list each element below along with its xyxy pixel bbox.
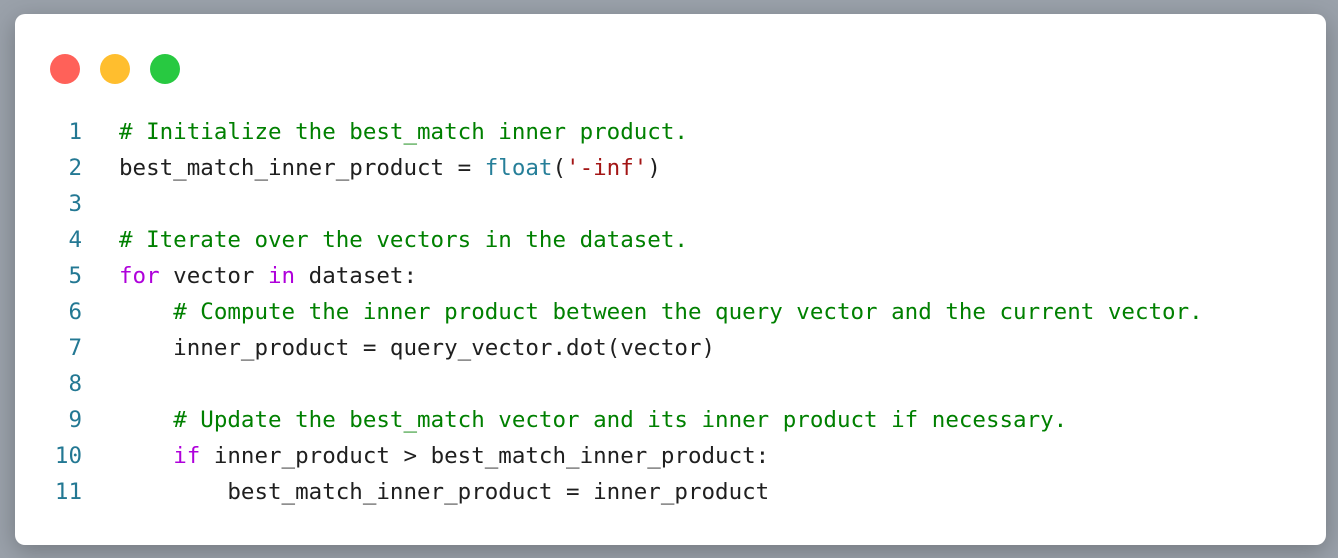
- code-line: 7 inner_product = query_vector.dot(vecto…: [15, 330, 1326, 366]
- code-line: 9 # Update the best_match vector and its…: [15, 402, 1326, 438]
- code-line: 8: [15, 366, 1326, 402]
- code-line: 3: [15, 186, 1326, 222]
- code-token-plain: [119, 407, 173, 433]
- code-text: inner_product = query_vector.dot(vector): [119, 330, 715, 366]
- code-token-comment: # Update the best_match vector and its i…: [173, 407, 1068, 433]
- code-text: if inner_product > best_match_inner_prod…: [119, 438, 769, 474]
- code-text: # Iterate over the vectors in the datase…: [119, 222, 688, 258]
- code-token-comment: # Iterate over the vectors in the datase…: [119, 227, 688, 253]
- code-line: 11 best_match_inner_product = inner_prod…: [15, 474, 1326, 510]
- line-number: 1: [68, 119, 82, 145]
- code-token-plain: best_match_inner_product =: [119, 155, 485, 181]
- code-text: # Update the best_match vector and its i…: [119, 402, 1067, 438]
- line-number: 7: [68, 335, 82, 361]
- code-text: for vector in dataset:: [119, 258, 417, 294]
- code-token-keyword: in: [268, 263, 296, 289]
- minimize-window-button[interactable]: [100, 54, 130, 84]
- code-token-keyword: if: [173, 443, 201, 469]
- line-number: 6: [68, 299, 82, 325]
- maximize-window-button[interactable]: [150, 54, 180, 84]
- line-number: 5: [68, 263, 82, 289]
- close-window-button[interactable]: [50, 54, 80, 84]
- code-token-plain: dataset:: [295, 263, 418, 289]
- code-token-plain: vector: [159, 263, 269, 289]
- code-token-plain: (: [552, 155, 567, 181]
- code-token-comment: # Compute the inner product between the …: [173, 299, 1203, 325]
- code-token-keyword: for: [119, 263, 160, 289]
- code-text: best_match_inner_product = float('-inf'): [119, 150, 661, 186]
- code-token-plain: inner_product = query_vector.dot(vector): [119, 335, 716, 361]
- code-token-plain: ): [647, 155, 661, 181]
- code-text: # Initialize the best_match inner produc…: [119, 114, 688, 150]
- code-token-plain: [119, 443, 173, 469]
- line-number: 4: [68, 227, 82, 253]
- code-block: 1 # Initialize the best_match inner produ…: [15, 114, 1326, 510]
- code-text: best_match_inner_product = inner_product: [119, 474, 769, 510]
- line-number: 9: [68, 407, 82, 433]
- line-number: 8: [68, 371, 82, 397]
- code-text: # Compute the inner product between the …: [119, 294, 1203, 330]
- code-line: 2 best_match_inner_product = float('-inf'…: [15, 150, 1326, 186]
- line-number: 3: [68, 191, 82, 217]
- code-token-string: '-inf': [566, 155, 648, 181]
- code-token-plain: inner_product > best_match_inner_product…: [200, 443, 770, 469]
- code-token-plain: best_match_inner_product = inner_product: [119, 479, 770, 505]
- line-number: 2: [68, 155, 82, 181]
- code-line: 6 # Compute the inner product between th…: [15, 294, 1326, 330]
- code-line: 4 # Iterate over the vectors in the datas…: [15, 222, 1326, 258]
- code-token-comment: # Initialize the best_match inner produc…: [119, 119, 688, 145]
- code-window: 1 # Initialize the best_match inner produ…: [15, 14, 1326, 545]
- code-line: 10 if inner_product > best_match_inner_p…: [15, 438, 1326, 474]
- code-line: 1 # Initialize the best_match inner produ…: [15, 114, 1326, 150]
- code-line: 5 for vector in dataset:: [15, 258, 1326, 294]
- line-number: 10: [54, 443, 82, 469]
- code-token-plain: [119, 299, 173, 325]
- line-number: 11: [54, 479, 82, 505]
- code-token-builtin: float: [484, 155, 553, 181]
